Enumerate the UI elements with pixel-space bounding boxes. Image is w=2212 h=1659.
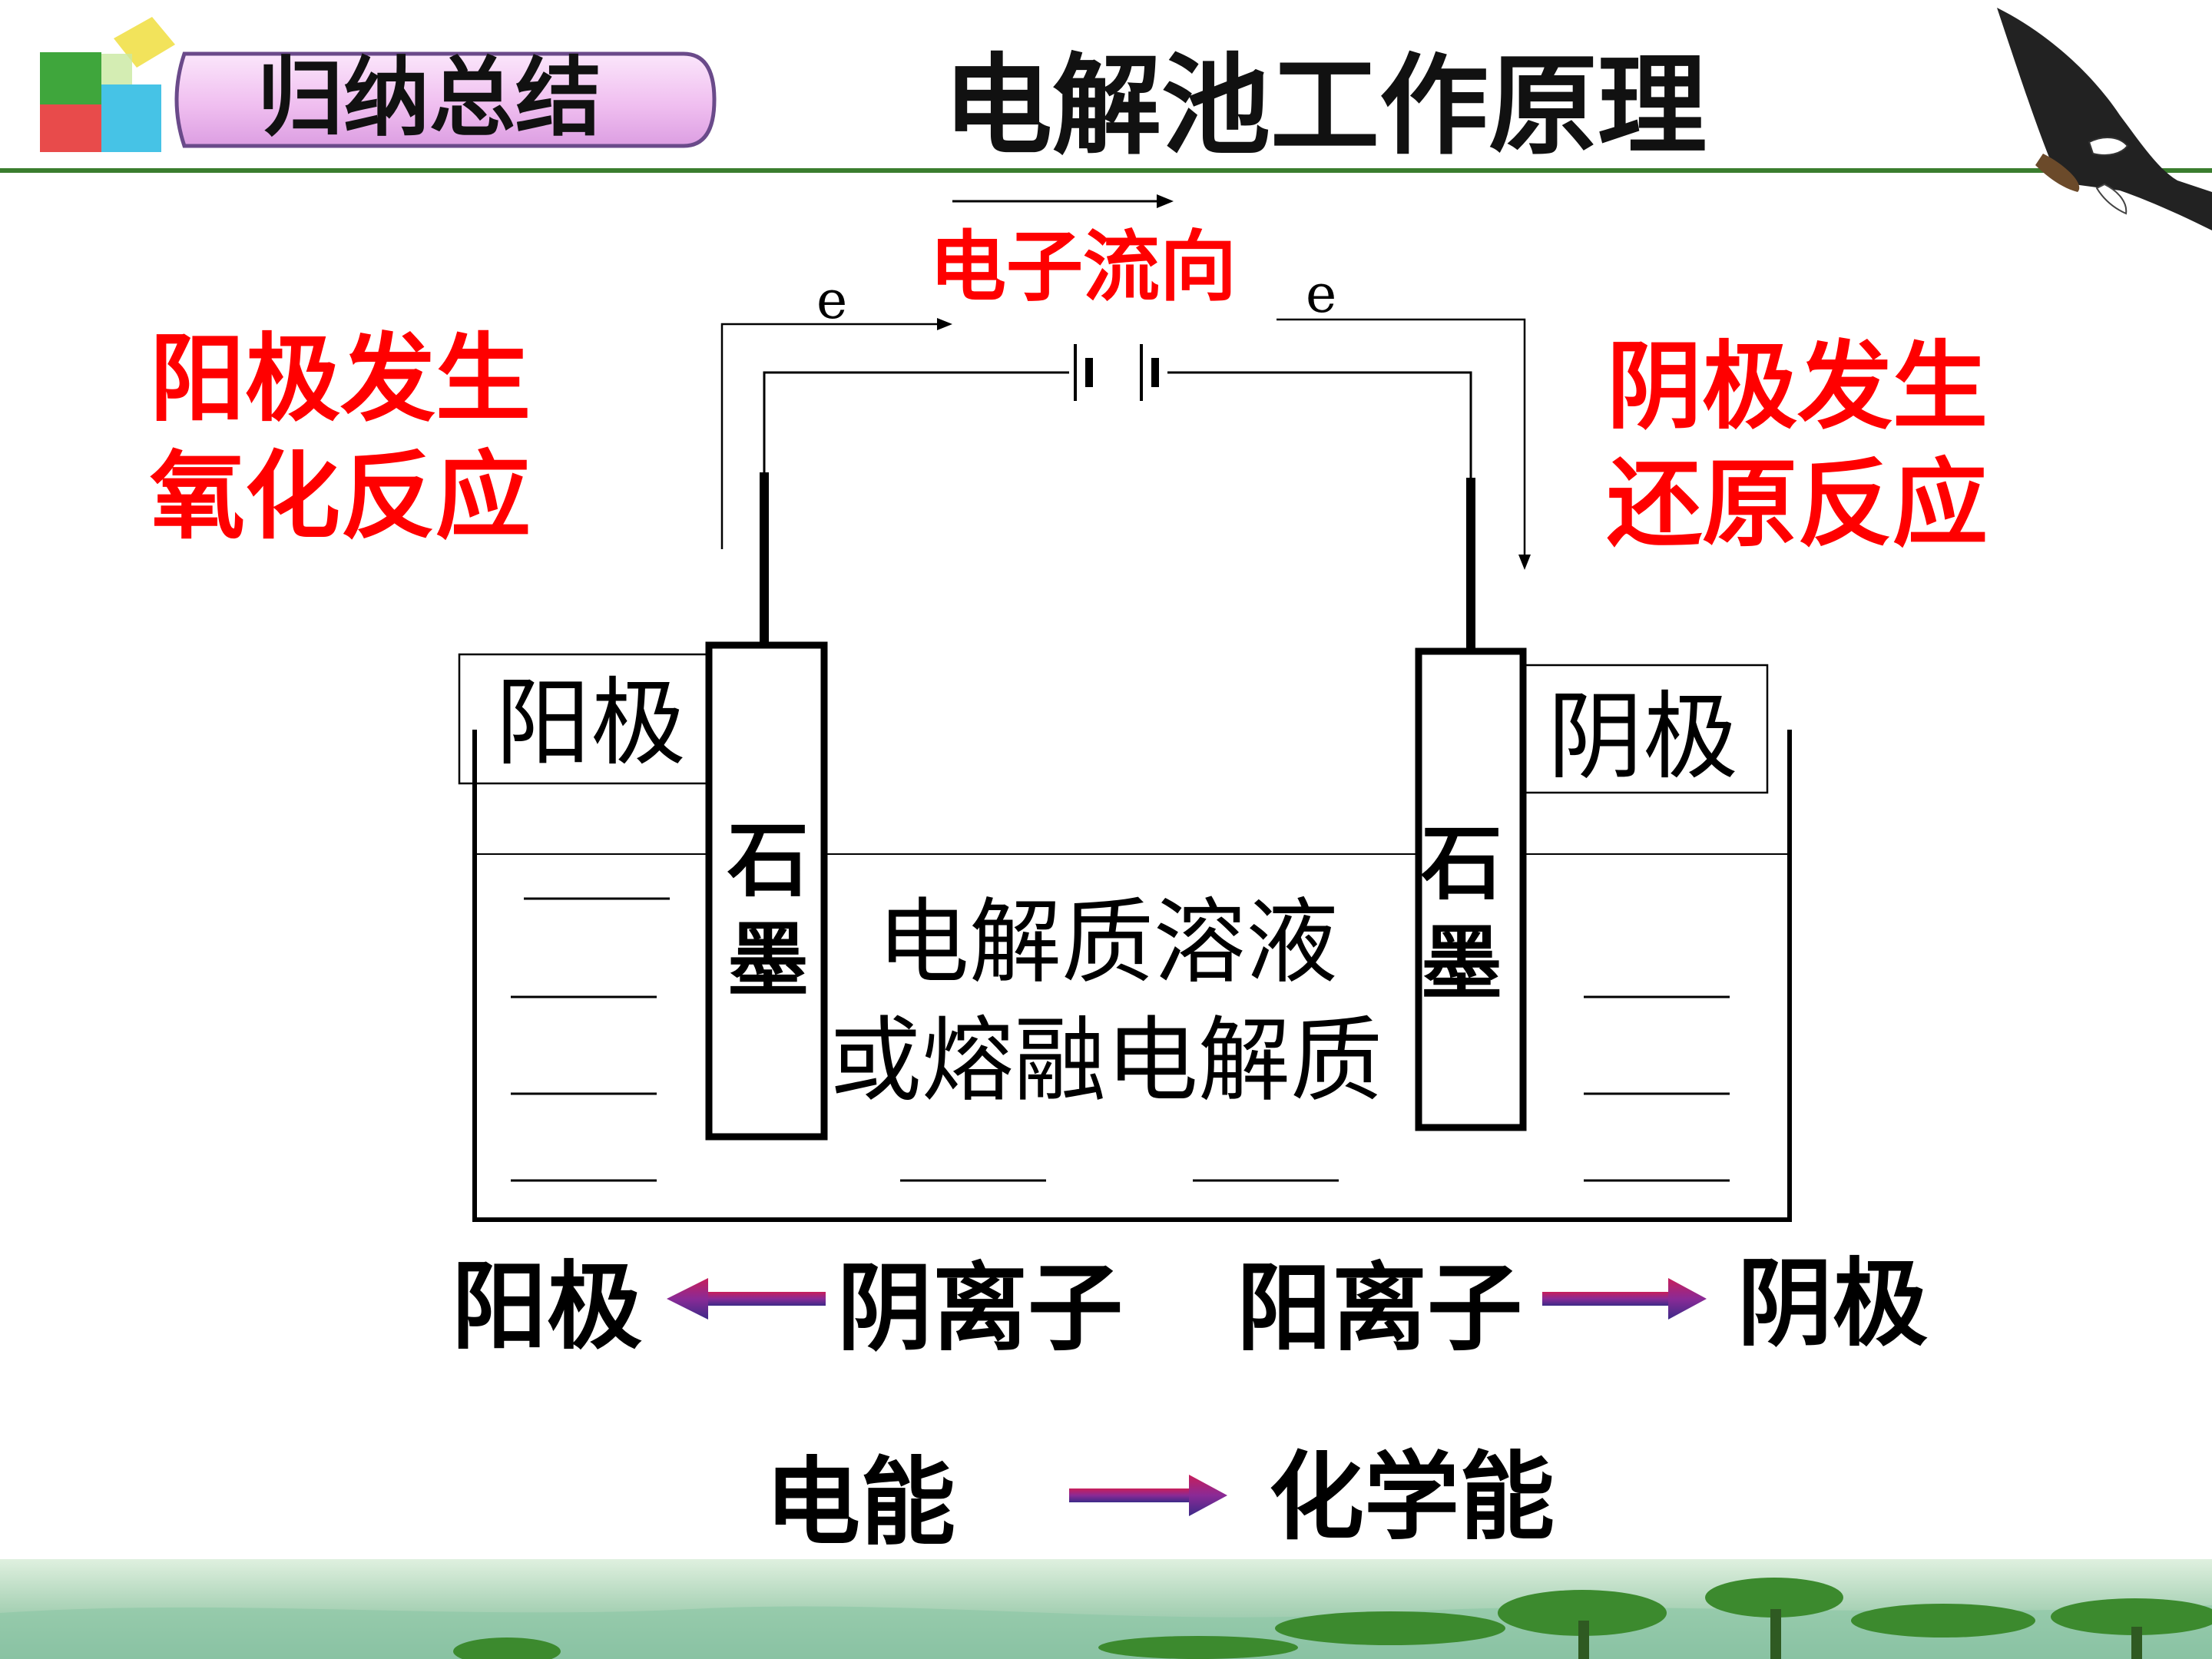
electron-flow-label: 电子流向 xyxy=(929,222,1237,312)
graphite-cathode xyxy=(1415,647,1527,1131)
left-electrode-label-line2: 墨 xyxy=(727,913,809,1008)
eagle-icon xyxy=(1997,8,2212,230)
header-logo-cubes xyxy=(40,17,175,152)
page-title: 电解池工作原理 xyxy=(943,43,1707,170)
arrow-right-icon xyxy=(1542,1278,1707,1320)
electron-symbol-right: e xyxy=(1306,264,1337,325)
graphite-anode xyxy=(705,641,828,1141)
left-electrode-label-line1: 石 xyxy=(727,813,809,908)
cathode-reduction-note-line1: 阴极发生 xyxy=(1607,332,1988,442)
electron-symbol-left: e xyxy=(816,270,848,331)
right-electrode-label-line1: 石 xyxy=(1421,816,1502,911)
tree-icon xyxy=(453,1578,2212,1659)
arrow-energy-icon xyxy=(1069,1475,1227,1516)
electrolyte-label-line1: 电解质溶液 xyxy=(877,889,1338,996)
header-badge xyxy=(174,51,717,148)
energy-to-label: 化学能 xyxy=(1269,1442,1555,1553)
cathode-label: 阴极 xyxy=(1548,682,1739,793)
arrow-left-icon xyxy=(667,1278,826,1320)
energy-from-label: 电能 xyxy=(765,1448,956,1558)
anion-label: 阴离子 xyxy=(837,1253,1124,1364)
electrolyte-label-line2: 或熔融电解质 xyxy=(830,1008,1382,1114)
solution-lines xyxy=(511,897,1730,1182)
ion-cathode-label: 阴极 xyxy=(1737,1249,1929,1359)
section-badge-label: 归纳总结 xyxy=(257,48,601,148)
right-electrode-label-line2: 墨 xyxy=(1421,916,1502,1011)
anode-oxidation-note-line2: 氧化反应 xyxy=(150,442,531,552)
anode-label: 阳极 xyxy=(495,668,687,779)
ion-anode-label: 阳极 xyxy=(452,1252,643,1363)
cathode-reduction-note-line2: 还原反应 xyxy=(1607,449,1988,560)
cation-label: 阳离子 xyxy=(1237,1253,1523,1364)
electrolytic-cell xyxy=(472,730,1792,1222)
anode-oxidation-note-line1: 阳极发生 xyxy=(150,324,531,435)
